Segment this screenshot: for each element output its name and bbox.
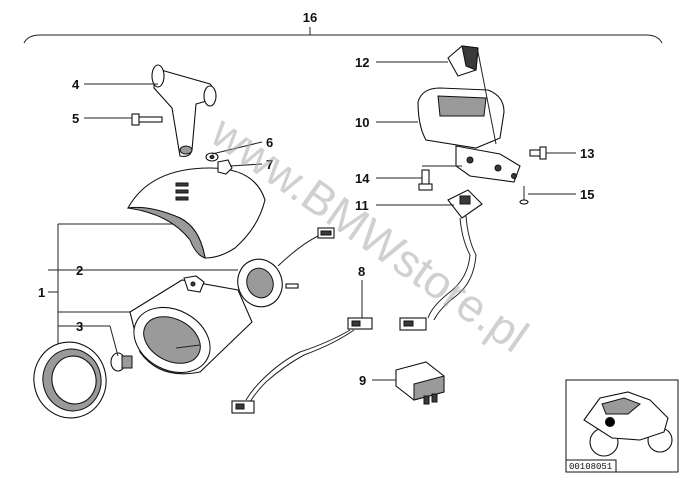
bolt-5 (131, 113, 163, 126)
callout-2: 2 (76, 263, 83, 278)
headlight-housing (129, 275, 253, 375)
support-arm (151, 64, 217, 157)
switch-connector (399, 189, 483, 331)
callout-6: 6 (266, 135, 273, 150)
reflector-ring (237, 227, 335, 308)
callout-11: 11 (355, 198, 369, 213)
position-marker-icon (605, 417, 615, 427)
wiring-harness (231, 317, 373, 414)
assembly-bracket: 16 (23, 10, 663, 44)
headlight-lens (33, 341, 107, 419)
callout-7: 7 (266, 157, 273, 172)
callout-14: 14 (355, 171, 370, 186)
callout-15: 15 (580, 187, 594, 202)
thumbnail-reference: 00108051 (569, 462, 612, 472)
relay (395, 361, 445, 405)
headlight-visor (126, 167, 266, 259)
callout-10: 10 (355, 115, 369, 130)
screw-15 (519, 186, 529, 205)
callout-1: 1 (38, 285, 45, 300)
switch-housing (417, 87, 521, 183)
callout-4: 4 (72, 77, 80, 92)
callout-5: 5 (72, 111, 79, 126)
leader-lines (48, 51, 576, 381)
callout-13: 13 (580, 146, 594, 161)
bulb (110, 352, 133, 372)
motorcycle-thumbnail: 00108051 (565, 379, 679, 473)
switch-cap (447, 45, 479, 77)
callout-9: 9 (359, 373, 366, 388)
callout-16: 16 (303, 10, 317, 25)
callout-3: 3 (76, 319, 83, 334)
nut-7 (217, 159, 233, 175)
screw-14 (418, 169, 433, 191)
callout-12: 12 (355, 55, 369, 70)
callout-8: 8 (358, 264, 365, 279)
screw-13 (529, 146, 547, 160)
